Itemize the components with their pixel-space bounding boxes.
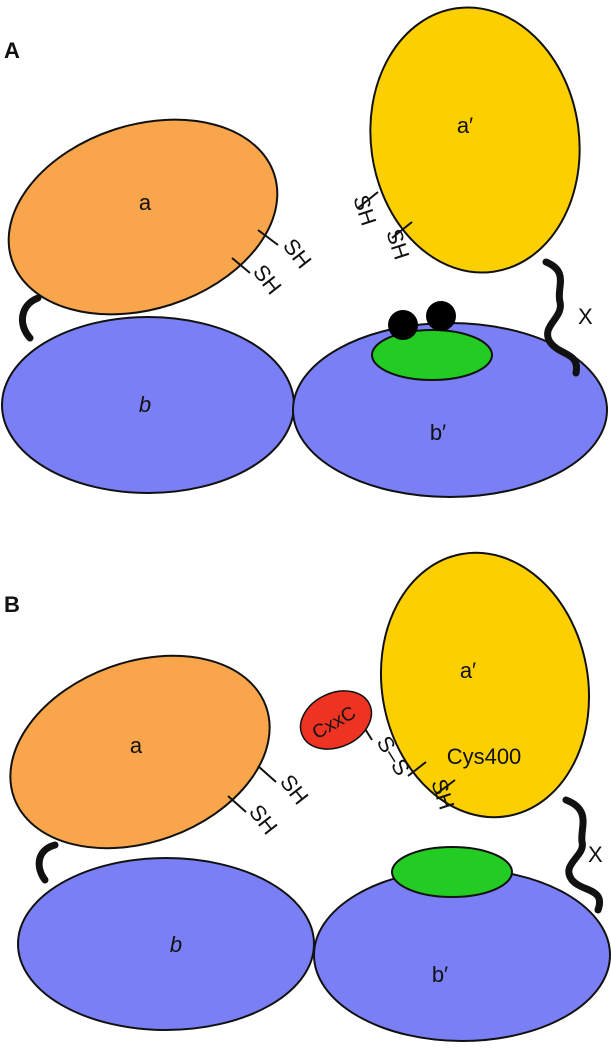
x-linker <box>562 796 604 914</box>
panel-b-label: B <box>4 592 20 617</box>
domain-a-label: a <box>130 733 143 758</box>
a-thiol-1: SH <box>278 234 317 273</box>
domain-b-label: b <box>139 392 151 417</box>
domain-a <box>7 118 279 316</box>
a-thiol-bond-2 <box>227 795 247 813</box>
panel-a: A b a SH SH b′ X a′ SH <box>1 6 608 498</box>
substrate-ball-1 <box>388 310 418 340</box>
a-thiol-2: SH <box>244 800 283 839</box>
domain-a <box>9 654 271 850</box>
a-b-linker <box>35 841 59 884</box>
domain-b-prime-label: b′ <box>432 962 448 987</box>
disulfide-bond-line <box>407 761 427 777</box>
a-prime-thiol-bond-2 <box>391 221 413 239</box>
x-linker-label: X <box>578 304 593 329</box>
a-prime-thiol-bond-1 <box>357 191 379 209</box>
a-prime-thiol-bond <box>434 779 456 796</box>
a-thiol-1: SH <box>275 770 314 809</box>
domain-b-prime-label: b′ <box>430 420 446 445</box>
panel-a-label: A <box>4 38 20 63</box>
domain-a-prime <box>379 551 591 819</box>
domain-a-label: a <box>139 190 152 215</box>
hydrophobic-pocket <box>391 846 513 898</box>
cys400-label: Cys400 <box>447 744 522 769</box>
domain-b-label: b <box>170 932 182 957</box>
a-thiol-bond-1 <box>257 229 279 246</box>
a-b-linker <box>19 294 42 342</box>
domain-a-prime-label: a′ <box>460 658 476 683</box>
domain-b <box>17 857 315 1031</box>
x-linker <box>542 258 580 377</box>
domain-a-prime-label: a′ <box>457 113 473 138</box>
x-linker-label: X <box>588 842 603 867</box>
a-prime-thiol-1: SH <box>348 192 381 229</box>
domain-a-prime <box>369 6 581 274</box>
hydrophobic-pocket <box>371 329 493 381</box>
a-thiol-bond-1 <box>257 765 277 783</box>
substrate-ball-2 <box>426 301 456 331</box>
cxxc-partner <box>299 690 373 750</box>
a-thiol-2: SH <box>248 260 287 299</box>
panel-b: B b a SH SH b′ X a′ Cys400 SH <box>4 551 611 1042</box>
a-thiol-bond-2 <box>231 257 251 274</box>
